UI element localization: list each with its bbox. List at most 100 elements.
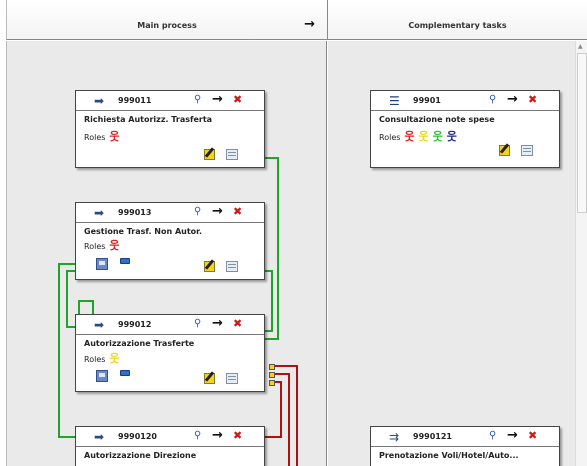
roles-label: Roles [379, 132, 401, 142]
role-red-icon[interactable]: 웃 [109, 239, 120, 252]
connector-line [272, 373, 290, 375]
arrow-icon: ➡ [94, 206, 105, 220]
task-name: Consultazione note spese [379, 115, 495, 124]
go-arrow-icon[interactable]: → [212, 316, 223, 331]
task-card-999012[interactable]: ➡ 999012 ⚲ → ✖ Autorizzazione Trasferte … [75, 314, 275, 392]
form-pill-icon[interactable] [120, 258, 130, 264]
search-icon[interactable]: ⚲ [194, 318, 202, 329]
go-arrow-icon[interactable]: → [212, 204, 223, 219]
connector-line [66, 270, 78, 272]
card-header: ⇉ 9990121 ⚲ → ✖ [371, 427, 559, 447]
roles-row: Roles 웃 [84, 239, 120, 252]
role-blue-icon[interactable]: 웃 [446, 130, 457, 143]
edit-icon[interactable] [269, 364, 275, 370]
connector-line [265, 270, 273, 272]
arrow-right-icon[interactable]: → [304, 17, 315, 32]
card-header: ➡ 999012 ⚲ → ✖ [76, 315, 264, 335]
task-card-9990120[interactable]: ➡ 9990120 ⚲ → ✖ Autorizzazione Direzione [75, 426, 265, 466]
role-yellow-icon[interactable]: 웃 [109, 352, 120, 365]
search-icon[interactable]: ⚲ [194, 206, 202, 217]
task-id: 999013 [118, 208, 152, 217]
list-icon: ☰ [389, 94, 400, 108]
form-pill-icon[interactable] [120, 370, 130, 376]
scroll-thumb[interactable] [577, 53, 587, 213]
task-name: Autorizzazione Direzione [84, 451, 197, 460]
monitor-icon[interactable] [96, 370, 108, 382]
connector-line [271, 270, 273, 332]
go-arrow-icon[interactable]: → [507, 428, 518, 443]
task-id: 99901 [413, 96, 441, 105]
go-arrow-icon[interactable]: → [507, 92, 518, 107]
connector-line [58, 436, 78, 438]
search-icon[interactable]: ⚲ [489, 430, 497, 441]
roles-row: Roles 웃 [84, 130, 120, 143]
edit-icon[interactable] [204, 149, 215, 160]
delete-icon[interactable]: ✖ [233, 429, 243, 442]
connector-line [272, 381, 282, 383]
role-yellow-icon[interactable]: 웃 [418, 130, 429, 143]
edit-icon[interactable] [499, 145, 510, 156]
connector-line [265, 436, 282, 438]
task-name: Autorizzazione Trasferte [84, 339, 195, 348]
monitor-icon[interactable] [96, 258, 108, 270]
main-process-title: Main process [137, 21, 197, 30]
main-process-header: Main process → [6, 0, 327, 40]
roles-label: Roles [84, 354, 106, 364]
role-red-icon[interactable]: 웃 [109, 130, 120, 143]
task-id: 9990121 [413, 432, 452, 441]
form-icon[interactable] [521, 145, 533, 156]
card-header: ➡ 999011 ⚲ → ✖ [76, 91, 264, 111]
role-red-icon[interactable]: 웃 [404, 130, 415, 143]
delete-icon[interactable]: ✖ [233, 317, 243, 330]
arrow-icon: ➡ [94, 318, 105, 332]
task-name: Prenotazione Voli/Hotel/Auto... [379, 451, 519, 460]
form-icon[interactable] [226, 261, 238, 272]
vertical-scrollbar[interactable]: ▲ [575, 41, 587, 466]
connector-line [66, 270, 68, 328]
search-icon[interactable]: ⚲ [194, 430, 202, 441]
go-arrow-icon[interactable]: → [212, 428, 223, 443]
search-icon[interactable]: ⚲ [489, 94, 497, 105]
delete-icon[interactable]: ✖ [233, 205, 243, 218]
arrow-icon: ➡ [94, 430, 105, 444]
scroll-up-icon[interactable]: ▲ [578, 43, 583, 50]
task-card-99901[interactable]: ☰ 99901 ⚲ → ✖ Consultazione note spese R… [370, 90, 560, 168]
delete-icon[interactable]: ✖ [233, 93, 243, 106]
edit-icon[interactable] [204, 373, 215, 384]
delete-icon[interactable]: ✖ [528, 93, 538, 106]
task-card-999013[interactable]: ➡ 999013 ⚲ → ✖ Gestione Trasf. Non Autor… [75, 202, 265, 280]
task-name: Gestione Trasf. Non Autor. [84, 227, 202, 236]
task-id: 9990120 [118, 432, 157, 441]
connector-line [66, 326, 78, 328]
task-card-999011[interactable]: ➡ 999011 ⚲ → ✖ Richiesta Autorizz. Trasf… [75, 90, 265, 168]
edit-icon[interactable] [204, 261, 215, 272]
connector-line [78, 300, 94, 302]
connector-line [265, 330, 273, 332]
connector-line [277, 157, 279, 340]
form-icon[interactable] [226, 149, 238, 160]
task-name: Richiesta Autorizz. Trasferta [84, 115, 213, 124]
roles-label: Roles [84, 241, 106, 251]
multi-arrow-icon: ⇉ [389, 430, 400, 444]
complementary-tasks-header: Complementary tasks [327, 0, 587, 40]
edit-icon[interactable] [269, 380, 275, 386]
complementary-tasks-title: Complementary tasks [408, 21, 507, 30]
edit-icon[interactable] [269, 372, 275, 378]
search-icon[interactable]: ⚲ [194, 94, 202, 105]
task-card-9990121[interactable]: ⇉ 9990121 ⚲ → ✖ Prenotazione Voli/Hotel/… [370, 426, 560, 466]
connector-line [288, 373, 290, 466]
roles-row: Roles 웃 웃 웃 웃 [379, 130, 457, 143]
connector-line [272, 365, 298, 367]
connector-line [58, 263, 60, 437]
roles-label: Roles [84, 132, 106, 142]
task-id: 999012 [118, 320, 152, 329]
arrow-icon: ➡ [94, 94, 105, 108]
card-header: ➡ 999013 ⚲ → ✖ [76, 203, 264, 223]
card-header: ☰ 99901 ⚲ → ✖ [371, 91, 559, 111]
card-header: ➡ 9990120 ⚲ → ✖ [76, 427, 264, 447]
role-green-icon[interactable]: 웃 [432, 130, 443, 143]
go-arrow-icon[interactable]: → [212, 92, 223, 107]
delete-icon[interactable]: ✖ [528, 429, 538, 442]
connector-line [296, 365, 298, 466]
form-icon[interactable] [226, 373, 238, 384]
